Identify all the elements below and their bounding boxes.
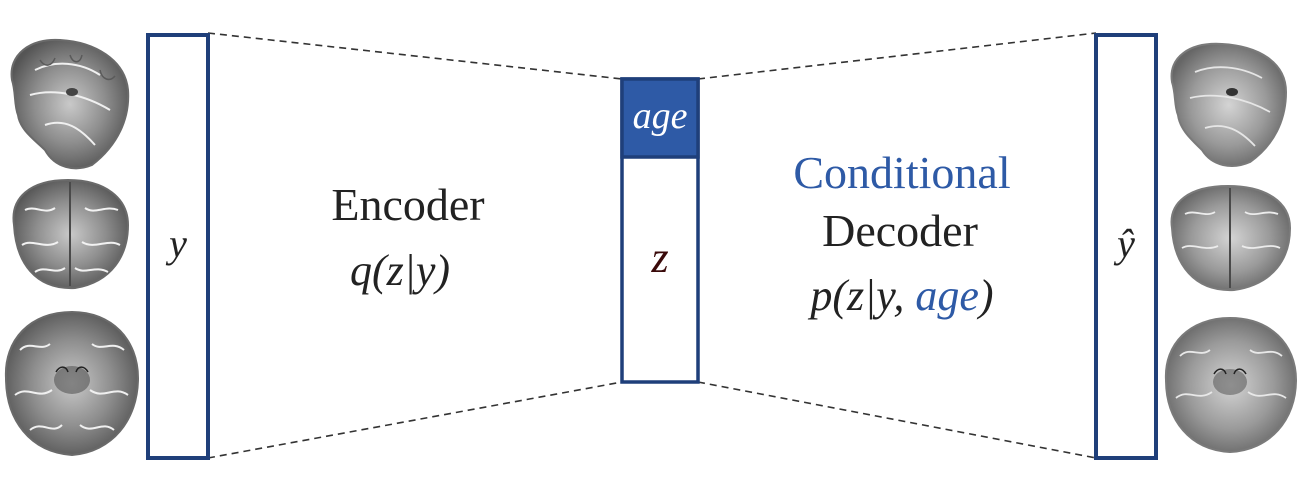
brain-coronal-icon: [1170, 184, 1292, 292]
input-brain-images: [4, 38, 140, 457]
output-label: ŷ: [1113, 221, 1135, 266]
brain-sagittal-icon: [1170, 42, 1288, 167]
latent-label: z: [650, 233, 668, 282]
brain-axial-icon: [1164, 316, 1298, 454]
encoder-formula: q(z|y): [350, 246, 450, 295]
decoder-title: Decoder: [822, 205, 978, 256]
output-box: [1094, 33, 1158, 460]
decoder-formula: p(z|y, age): [807, 271, 993, 320]
age-condition-label: age: [633, 95, 688, 137]
decoder-bottom-line: [697, 381, 1097, 459]
decoder-top-line: [697, 32, 1097, 80]
brain-coronal-icon: [12, 178, 130, 290]
brain-sagittal-icon: [10, 38, 130, 170]
encoder-bottom-line: [207, 381, 623, 459]
encoder-title: Encoder: [331, 179, 484, 230]
encoder-top-line: [207, 32, 623, 80]
age-condition-box: [620, 77, 700, 159]
decoder-funnel-lines: [697, 32, 1097, 459]
output-brain-images: [1164, 42, 1298, 454]
decoder-formula-suffix: ): [976, 271, 994, 320]
decoder-title-accent: Conditional: [793, 147, 1010, 198]
brain-axial-icon: [4, 310, 140, 457]
decoder-formula-prefix: p(z|y,: [807, 271, 915, 320]
input-label: y: [165, 221, 187, 266]
encoder-funnel-lines: [207, 32, 623, 459]
decoder-formula-condition: age: [915, 271, 979, 320]
input-box: [146, 33, 210, 460]
